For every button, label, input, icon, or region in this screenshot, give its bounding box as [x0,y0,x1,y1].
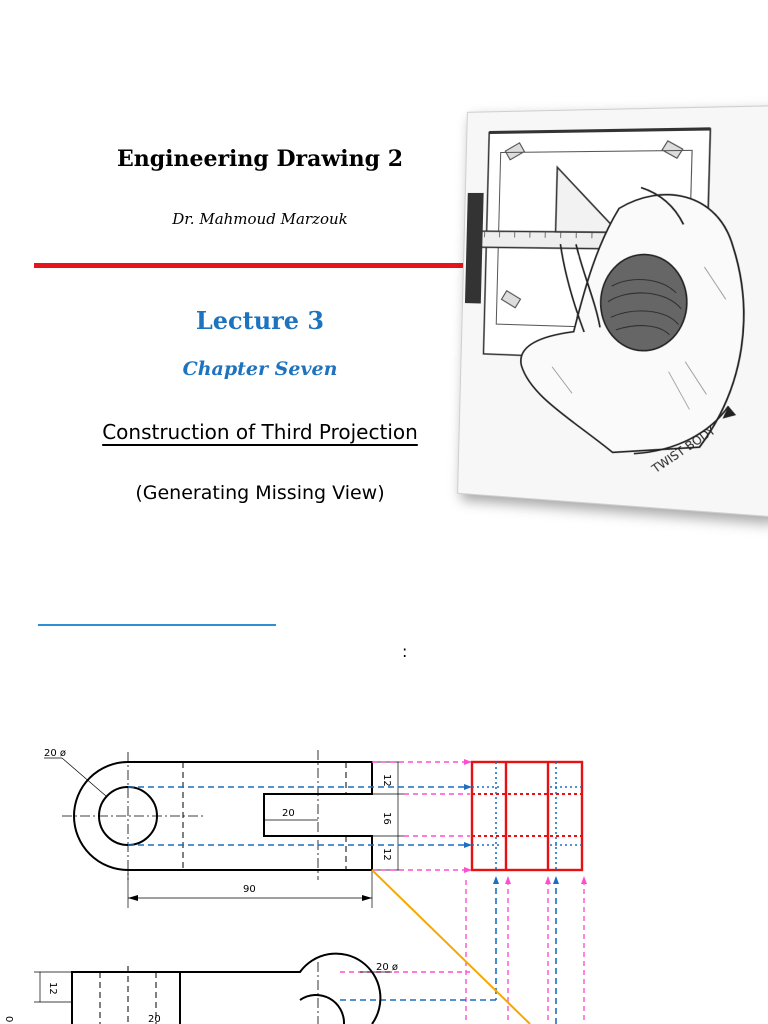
drafting-illustration: TWIST BODY [457,104,768,518]
generated-side-view [470,760,584,872]
chapter-label: Chapter Seven [182,358,338,380]
document-title: Engineering Drawing 2 [116,146,404,172]
miter-line [371,869,531,1024]
front-view [34,952,392,1024]
colon-mark: : [402,642,408,661]
dim-top-width: 12 [381,774,392,787]
dim-overall-length: 90 [243,884,256,895]
blue-divider [38,624,276,626]
dim-front-slot: 20 [148,1014,161,1024]
dim-mid-width: 16 [381,812,392,825]
blue-projection-lines [128,786,557,1024]
top-view [44,750,404,908]
projection-arrows [464,759,587,884]
lecture-label: Lecture 3 [195,306,325,335]
subtopic-heading: (Generating Missing View) [135,482,385,504]
dim-front-hole-diameter: 20 ø [376,962,398,973]
pink-projection-lines [340,761,585,1024]
projection-drawing: 20 ø 20 90 12 16 12 [3,748,587,1024]
red-divider [34,263,474,268]
dim-front-height: 12 [47,982,58,995]
drafter-sketch: TWIST BODY [464,106,768,476]
author-name: Dr. Mahmoud Marzouk [172,210,348,228]
dim-front-left: 0 [3,1016,14,1022]
topic-heading: Construction of Third Projection [40,420,480,444]
dim-hole-diameter: 20 ø [44,748,66,759]
dim-slot-length: 20 [282,808,295,819]
dim-bottom-width: 12 [381,848,392,861]
topic-text: Construction of Third Projection [102,420,418,444]
